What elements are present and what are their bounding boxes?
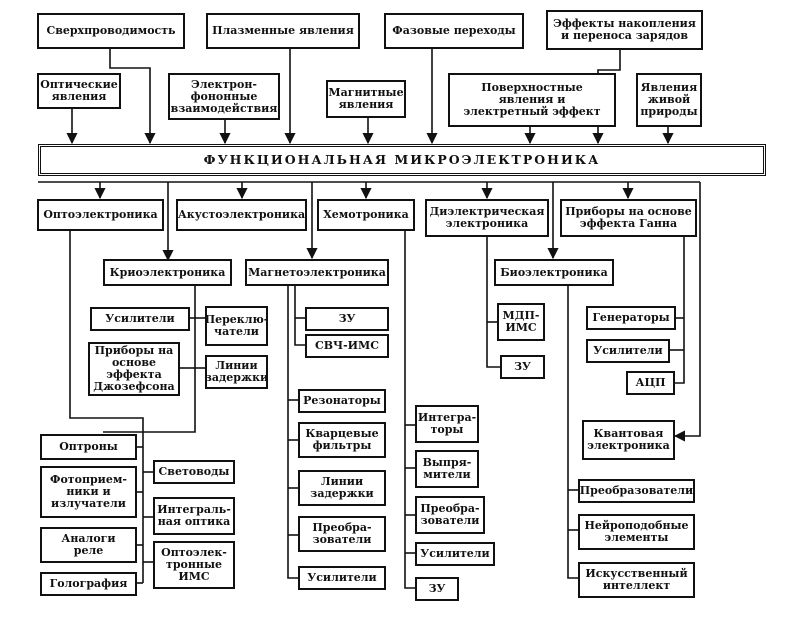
node-bioelectronics: Биоэлектроника [494,259,614,286]
node-optical: Оптические явления [37,73,121,109]
node-photodetectors: Фотоприем- ники и излучатели [40,466,137,518]
node-surface: Поверхностные явления и электретный эффе… [448,73,616,127]
node-ch-memory: ЗУ [415,577,459,601]
node-ac-converters: Преобра- зователи [298,516,386,552]
node-cryoelectronics: Криоэлектроника [103,259,232,286]
node-artificial-intelligence: Искусственный интеллект [578,562,695,598]
node-switches: Переклю- чатели [205,306,268,346]
node-quartz-filters: Кварцевые фильтры [298,422,386,458]
node-plasma: Плазменные явления [206,13,360,49]
node-relay-analogs: Аналоги реле [40,527,137,563]
node-opto-ims: Оптоэлек- тронные ИМС [153,541,235,589]
node-optoelectronics: Оптоэлектроника [37,199,164,231]
node-cryo-amplifiers: Усилители [90,307,190,331]
node-resonators: Резонаторы [298,389,386,413]
node-diel-memory: ЗУ [500,355,545,379]
node-generators: Генераторы [586,306,676,330]
node-bio-converters: Преобразователи [578,479,695,503]
node-superconductivity: Сверхпроводимость [37,13,185,49]
node-dielectric-electronics: Диэлектрическая электроника [425,199,549,237]
node-ch-amplifiers: Усилители [415,542,495,566]
node-integral-optics: Интеграль- ная оптика [153,497,235,535]
node-mdp-ims: МДП- ИМС [497,303,545,341]
node-josephson: Приборы на основе эффекта Джозефсона [88,342,180,396]
node-acoustoelectronics: Акустоэлектроника [176,199,307,231]
node-quantum-electronics: Квантовая электроника [582,420,675,460]
banner-functional-microelectronics: ФУНКЦИОНАЛЬНАЯ МИКРОЭЛЕКТРОНИКА [38,144,766,176]
node-neuromorphic: Нейроподобные элементы [578,514,695,550]
node-magnetoelectronics: Магнетоэлектроника [245,259,389,286]
node-rectifiers: Выпря- мители [415,450,479,488]
node-phase-transitions: Фазовые переходы [384,13,524,49]
node-gunn-devices: Приборы на основе эффекта Ганна [560,199,697,237]
node-magnetic: Магнитные явления [326,80,406,118]
node-cryo-delay-lines: Линии задержки [205,355,268,389]
node-integrators: Интегра- торы [415,405,479,443]
node-ch-converters: Преобра- зователи [415,496,485,534]
node-gunn-amplifiers: Усилители [586,339,670,363]
node-mag-shf-ims: СВЧ-ИМС [305,334,389,358]
node-lightguides: Световоды [153,460,235,484]
node-optrons: Оптроны [40,434,137,460]
node-holography: Голография [40,572,137,596]
node-mag-memory: ЗУ [305,307,389,331]
node-charge-effects: Эффекты накопления и переноса зарядов [546,10,703,50]
node-adc: АЦП [626,371,675,395]
node-ac-delay-lines: Линии задержки [298,470,386,506]
node-living-nature: Явления живой природы [636,73,702,127]
node-chemotronics: Хемотроника [317,199,415,231]
node-electron-phonon: Электрон- фононные взаимодействия [168,73,280,120]
node-ac-amplifiers: Усилители [298,566,386,590]
